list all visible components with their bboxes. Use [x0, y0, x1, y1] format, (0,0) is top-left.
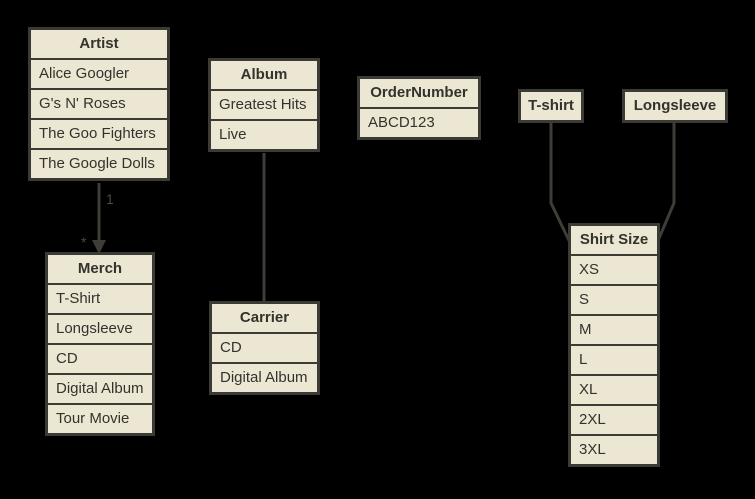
entity-album-row: Live [219, 126, 247, 143]
entity-ordernumber-row: ABCD123 [368, 114, 435, 131]
arrowhead-icon [92, 240, 106, 254]
entity-ordernumber: OrderNumber ABCD123 [357, 76, 481, 140]
entity-longsleeve: Longsleeve [622, 89, 728, 123]
connector-tshirt-shirtsize [549, 121, 578, 256]
entity-shirtsize-row: XL [571, 376, 657, 406]
entity-carrier: Carrier CD Digital Album [209, 301, 320, 395]
entity-shirtsize-row: M [571, 316, 657, 346]
entity-shirtsize-row: 3XL [579, 441, 606, 458]
connector-artist-merch: 1 * [81, 183, 114, 254]
entity-carrier-row: CD [212, 334, 317, 364]
entity-tshirt: T-shirt [518, 89, 584, 123]
entity-merch: Merch T-Shirt Longsleeve CD Digital Albu… [45, 252, 155, 436]
entity-album-title: Album [211, 61, 317, 91]
entity-artist: Artist Alice Googler G's N' Roses The Go… [28, 27, 170, 181]
entity-merch-row: Tour Movie [56, 410, 130, 427]
entity-shirtsize: Shirt Size XS S M L XL 2XL 3XL [568, 223, 660, 467]
entity-carrier-title: Carrier [212, 304, 317, 334]
entity-album: Album Greatest Hits Live [208, 58, 320, 152]
entity-ordernumber-title: OrderNumber [360, 79, 478, 109]
entity-merch-row: Digital Album [48, 375, 152, 405]
entity-carrier-row: Digital Album [220, 369, 308, 386]
entity-artist-row: Alice Googler [31, 60, 167, 90]
entity-merch-row: T-Shirt [48, 285, 152, 315]
connector-line [549, 121, 578, 256]
multiplicity-source-label: 1 [106, 191, 114, 207]
entity-shirtsize-row: XS [571, 256, 657, 286]
entity-artist-title: Artist [31, 30, 167, 60]
entity-shirtsize-title: Shirt Size [571, 226, 657, 256]
entity-shirtsize-row: 2XL [571, 406, 657, 436]
entity-longsleeve-title: Longsleeve [633, 97, 717, 114]
entity-shirtsize-row: L [571, 346, 657, 376]
entity-shirtsize-row: S [571, 286, 657, 316]
entity-tshirt-title: T-shirt [528, 97, 574, 114]
entity-merch-row: CD [48, 345, 152, 375]
entity-artist-row: G's N' Roses [31, 90, 167, 120]
entity-artist-row: The Goo Fighters [31, 120, 167, 150]
entity-merch-title: Merch [48, 255, 152, 285]
entity-artist-row: The Google Dolls [39, 155, 155, 172]
multiplicity-target-label: * [81, 234, 87, 250]
entity-merch-row: Longsleeve [48, 315, 152, 345]
entity-album-row: Greatest Hits [211, 91, 317, 121]
